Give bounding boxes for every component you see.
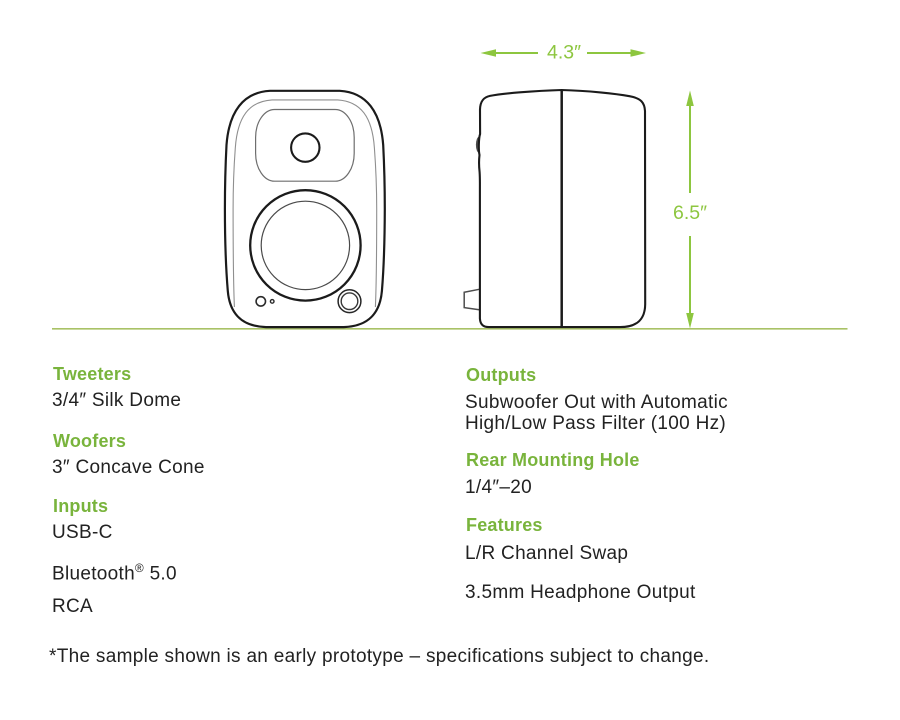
svg-text:6.5″: 6.5″ [673,202,707,224]
svg-text:4.3″: 4.3″ [547,42,581,64]
